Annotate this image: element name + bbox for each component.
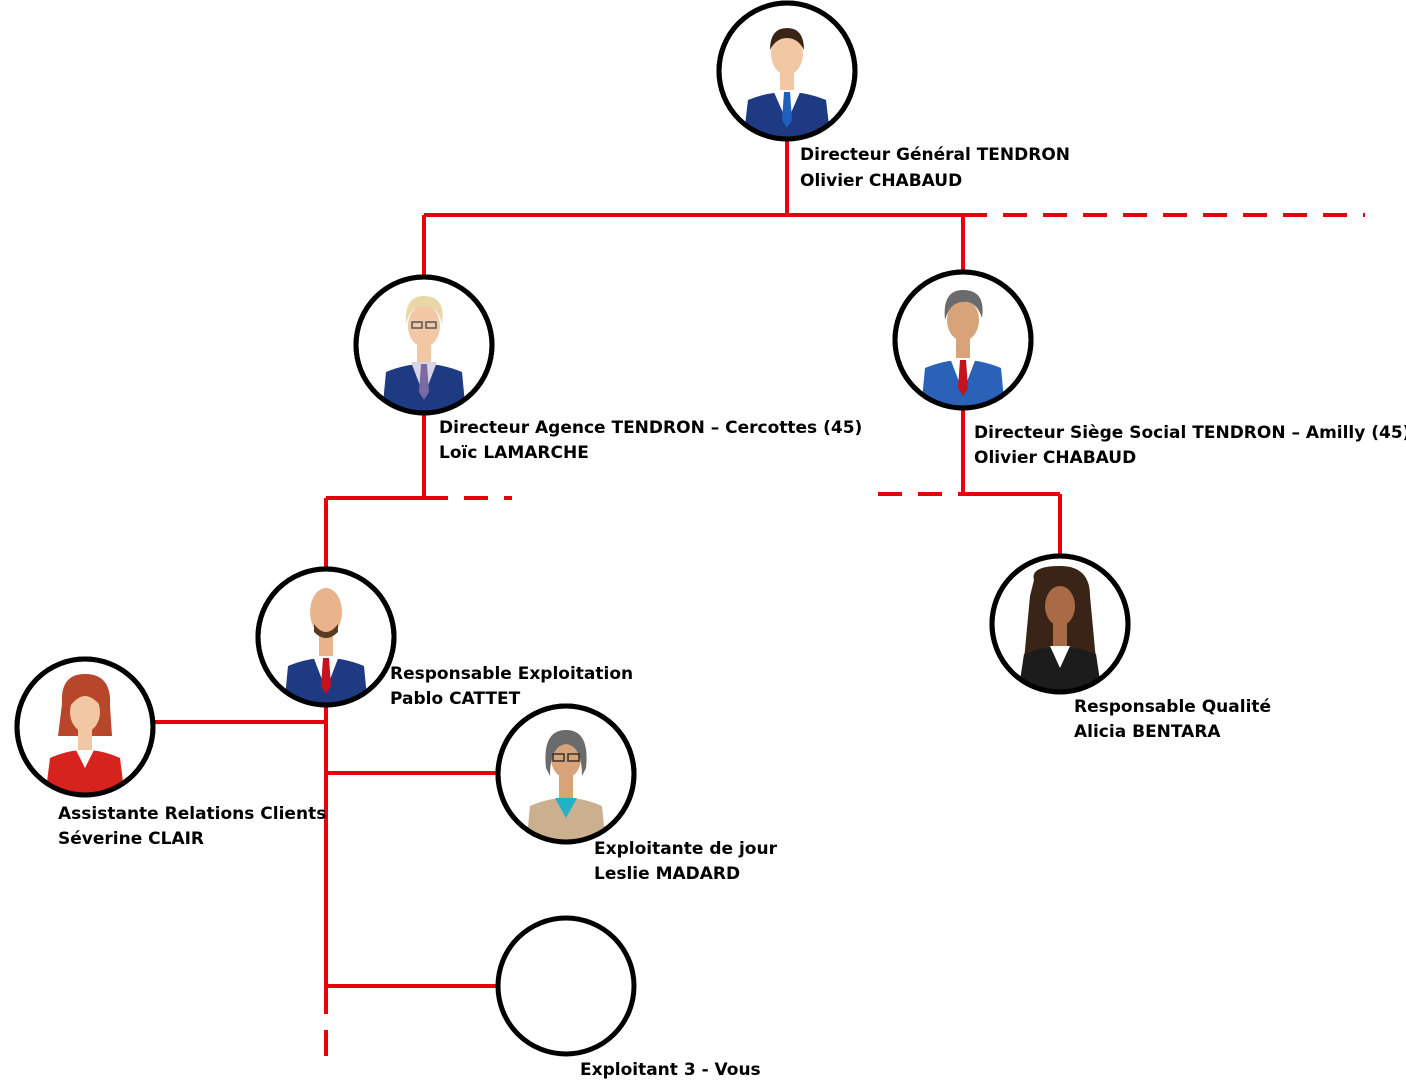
node-person-name: Séverine CLAIR	[58, 829, 204, 849]
node-exploitant-vous: Exploitant 3 - Vous	[495, 915, 761, 1080]
businessman-avatar-icon	[743, 28, 831, 139]
empty-avatar-circle	[495, 915, 637, 1057]
node-person-name: Olivier CHABAUD	[800, 171, 962, 191]
red-haired-woman-avatar-icon	[45, 674, 125, 795]
node-responsable-exploitation: Responsable Exploitation Pablo CATTET	[255, 566, 633, 709]
blond-man-glasses-avatar-icon	[382, 296, 466, 413]
node-title: Exploitant 3 - Vous	[580, 1060, 761, 1080]
grey-haired-man-avatar-icon	[921, 290, 1005, 408]
node-person-name: Loïc LAMARCHE	[439, 443, 589, 463]
connector-lines	[155, 137, 1365, 1058]
node-title: Responsable Exploitation	[390, 664, 633, 684]
node-person-name: Alicia BENTARA	[1074, 722, 1221, 742]
node-title: Directeur Général TENDRON	[800, 145, 1070, 165]
node-person-name: Olivier CHABAUD	[974, 448, 1136, 468]
node-title: Assistante Relations Clients	[58, 804, 326, 824]
woman-glasses-avatar-icon	[526, 730, 606, 842]
node-person-name: Leslie MADARD	[594, 864, 740, 884]
node-title: Responsable Qualité	[1074, 697, 1271, 717]
node-assistante-relations-clients: Assistante Relations Clients Séverine CL…	[14, 656, 326, 849]
long-haired-woman-avatar-icon	[1018, 566, 1102, 692]
node-exploitante-de-jour: Exploitante de jour Leslie MADARD	[495, 703, 778, 884]
node-directeur-general: Directeur Général TENDRON Olivier CHABAU…	[716, 0, 1070, 191]
node-directeur-siege: Directeur Siège Social TENDRON – Amilly …	[892, 269, 1406, 468]
node-title: Directeur Siège Social TENDRON – Amilly …	[974, 423, 1406, 443]
bald-bearded-man-avatar-icon	[284, 588, 368, 705]
node-responsable-qualite: Responsable Qualité Alicia BENTARA	[989, 553, 1271, 742]
node-title: Exploitante de jour	[594, 839, 778, 859]
node-title: Directeur Agence TENDRON – Cercottes (45…	[439, 418, 862, 438]
node-directeur-agence: Directeur Agence TENDRON – Cercottes (45…	[353, 274, 862, 463]
node-person-name: Pablo CATTET	[390, 689, 521, 709]
